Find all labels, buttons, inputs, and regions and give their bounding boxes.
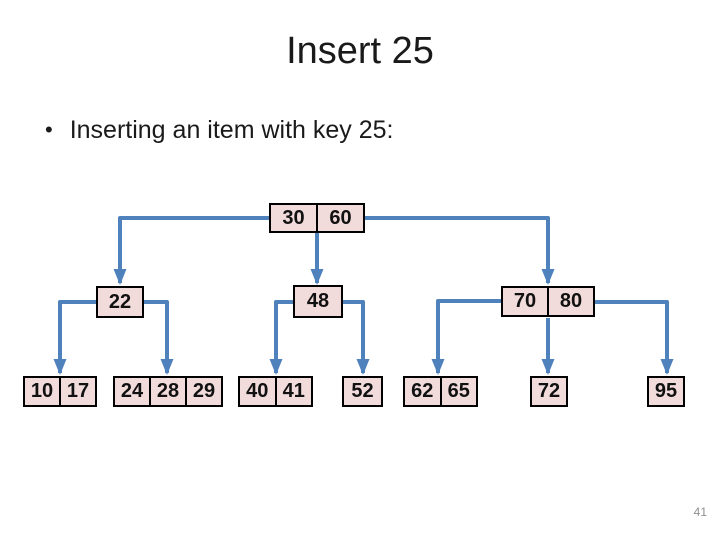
page-number: 41	[693, 505, 707, 519]
tree-node-cell: 17	[59, 378, 95, 405]
tree-connector-node-48-to-leaf-40-41	[269, 300, 293, 375]
tree-node-cell: 24	[120, 380, 144, 402]
tree-node-leaf-52: 52	[342, 376, 383, 407]
tree-node-cell: 48	[306, 290, 330, 312]
slide-title: Insert 25	[286, 30, 434, 72]
tree-node-cell: 30	[282, 206, 305, 229]
tree-node-cell: 41	[274, 378, 312, 405]
tree-node-cell: 95	[654, 380, 678, 402]
tree-connector-node-22-to-leaf-24-28-29	[144, 300, 174, 375]
tree-node-cell: 72	[537, 380, 561, 402]
bullet-text: Inserting an item with key 25:	[69, 116, 394, 144]
bullet-line: • Inserting an item with key 25:	[45, 115, 393, 145]
tree-node-cell: 28	[149, 378, 185, 405]
tree-node-node-70-80: 70 80	[501, 286, 595, 317]
tree-connector-node-22-to-leaf-10-17	[53, 300, 96, 375]
tree-node-cell: 60	[316, 205, 363, 231]
tree-connector-node-48-to-leaf-52	[343, 300, 370, 375]
tree-node-node-48: 48	[293, 285, 343, 318]
tree-node-cell: 62	[411, 380, 434, 402]
tree-connector-root-to-node-22	[113, 216, 269, 285]
tree-node-cell: 10	[30, 380, 54, 402]
bullet-marker: •	[45, 117, 53, 142]
tree-node-cell: 65	[439, 378, 477, 405]
tree-node-leaf-95: 95	[647, 376, 685, 407]
tree-node-cell: 52	[351, 380, 374, 402]
tree-connector-root-to-node-70-80	[365, 216, 555, 285]
tree-node-cell: 29	[185, 378, 221, 405]
tree-node-cell: 80	[547, 288, 593, 315]
tree-node-cell: 40	[246, 380, 269, 402]
tree-node-leaf-72: 72	[530, 376, 568, 407]
tree-node-cell: 22	[108, 290, 132, 313]
tree-node-root: 30 60	[269, 203, 365, 233]
tree-connector-node-70-80-to-leaf-62-65	[431, 299, 501, 375]
tree-node-cell: 70	[513, 290, 537, 312]
tree-node-node-22: 22	[96, 286, 144, 318]
tree-connector-node-70-80-to-leaf-95	[595, 300, 674, 375]
